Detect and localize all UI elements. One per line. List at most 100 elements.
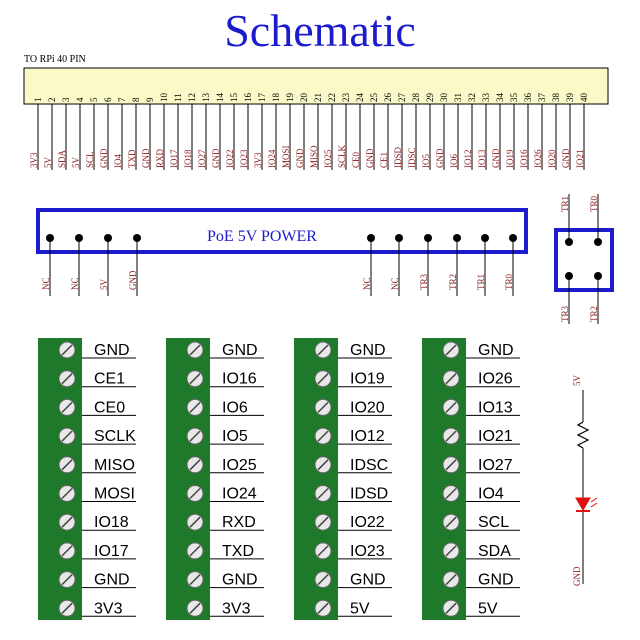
terminal-screw-slot — [61, 344, 73, 356]
terminal-screw-slot — [445, 430, 457, 442]
header-pin-number: 33 — [481, 93, 491, 103]
terminal-screw-slot — [61, 401, 73, 413]
terminal-screw-slot — [61, 459, 73, 471]
terminal-label: MISO — [94, 457, 135, 474]
terminal-screw-slot — [61, 516, 73, 528]
header-pin-number: 40 — [579, 93, 589, 103]
header-pin-signal: 3V3 — [29, 152, 39, 168]
led-circuit-top-label: 5V — [572, 375, 582, 387]
terminal-label: IDSD — [350, 486, 388, 503]
terminal-block-body — [166, 338, 210, 620]
rj45-pin-label: TR2 — [589, 306, 599, 322]
terminal-screw-slot — [317, 459, 329, 471]
header-pin-number: 7 — [117, 97, 127, 102]
header-pins: 13V325V3SDA45V5SCL6GND7IO48TXD9GND10RXD1… — [29, 93, 589, 170]
terminal-label: IO21 — [478, 428, 513, 445]
terminal-label: MOSI — [94, 486, 135, 503]
header-pin-number: 19 — [285, 93, 295, 103]
terminal-screw-slot — [189, 401, 201, 413]
terminal-screw-slot — [61, 373, 73, 385]
terminal-label: 3V3 — [222, 600, 251, 617]
header-pin-signal: GND — [365, 148, 375, 168]
header-pin-signal: GND — [295, 148, 305, 168]
terminal-label: IO6 — [222, 399, 248, 416]
header-pin-signal: IO5 — [421, 154, 431, 168]
terminal-screw-slot — [445, 516, 457, 528]
header-pin-signal: MISO — [309, 145, 319, 168]
terminal-block-body — [38, 338, 82, 620]
terminal-label: IO17 — [94, 543, 129, 560]
header-pin-signal: MOSI — [281, 145, 291, 168]
rj45-outline — [554, 228, 614, 292]
header-pin-signal: SCLK — [337, 144, 347, 168]
header-pin-number: 39 — [565, 93, 575, 103]
terminal-label: IO18 — [94, 514, 129, 531]
terminal-label: GND — [94, 342, 130, 359]
poe-pin-label: NC — [390, 277, 400, 290]
header-pin-signal: RXD — [155, 148, 165, 168]
terminal-screw-slot — [317, 516, 329, 528]
header-pin-signal: CE1 — [379, 152, 389, 168]
terminal-screw-slot — [61, 574, 73, 586]
poe-pin-label: NC — [41, 277, 51, 290]
terminal-label: GND — [222, 342, 258, 359]
header-pin-signal: SCL — [85, 151, 95, 168]
terminal-screw-slot — [189, 545, 201, 557]
terminal-label: GND — [350, 572, 386, 589]
terminal-label: IO24 — [222, 486, 257, 503]
terminal-screw-slot — [317, 545, 329, 557]
pin-header-body — [23, 67, 609, 105]
header-pin-number: 13 — [201, 93, 211, 103]
header-pin-signal: 5V — [71, 157, 81, 169]
terminal-screw-slot — [189, 516, 201, 528]
terminal-label: IO4 — [478, 486, 504, 503]
terminal-label: TXD — [222, 543, 254, 560]
header-pin-signal: IO26 — [533, 149, 543, 168]
terminal-label: CE0 — [94, 399, 125, 416]
header-pin-number: 20 — [299, 93, 309, 103]
terminal-screw-slot — [445, 459, 457, 471]
terminal-label: CE1 — [94, 371, 125, 388]
header-pin-signal: IO19 — [505, 149, 515, 168]
header-pin-number: 30 — [439, 93, 449, 103]
terminal-block-body — [294, 338, 338, 620]
poe-pin-label: TR2 — [448, 274, 458, 290]
terminal-screw-slot — [61, 602, 73, 614]
terminal-label: IO13 — [478, 399, 513, 416]
terminal-screw-slot — [317, 344, 329, 356]
terminal-screw-slot — [317, 430, 329, 442]
terminal-screw-slot — [445, 373, 457, 385]
header-pin-number: 12 — [187, 93, 197, 102]
header-pin-signal: IDSD — [393, 146, 403, 168]
header-pin-number: 22 — [327, 93, 337, 102]
header-pin-signal: IO21 — [575, 150, 585, 169]
poe-pin-label: TR1 — [476, 274, 486, 290]
terminal-label: SCLK — [94, 428, 136, 445]
header-pin-number: 35 — [509, 93, 519, 103]
header-pin-signal: IO24 — [267, 149, 277, 168]
header-pin-number: 23 — [341, 93, 351, 103]
header-pin-signal: IO4 — [113, 154, 123, 168]
poe-pin-label: 5V — [99, 279, 109, 291]
terminal-label: IO16 — [222, 371, 257, 388]
header-pin-signal: IO22 — [225, 150, 235, 169]
header-pin-number: 14 — [215, 93, 225, 103]
terminal-label: GND — [94, 572, 130, 589]
terminal-label: SDA — [478, 543, 511, 560]
poe-pin-label: TR3 — [419, 273, 429, 290]
led-circuit-bottom-label: GND — [572, 566, 582, 586]
poe-module-outline — [36, 208, 528, 254]
header-pin-signal: CE0 — [351, 151, 361, 168]
terminal-label: 3V3 — [94, 600, 123, 617]
poe-pin-label: NC — [362, 277, 372, 290]
header-pin-number: 9 — [145, 97, 155, 102]
header-pin-number: 21 — [313, 93, 323, 102]
rj45-pin-label: TR0 — [589, 195, 599, 212]
led-circuit: 5V GND — [572, 375, 598, 586]
header-pin-signal: IO6 — [449, 154, 459, 168]
